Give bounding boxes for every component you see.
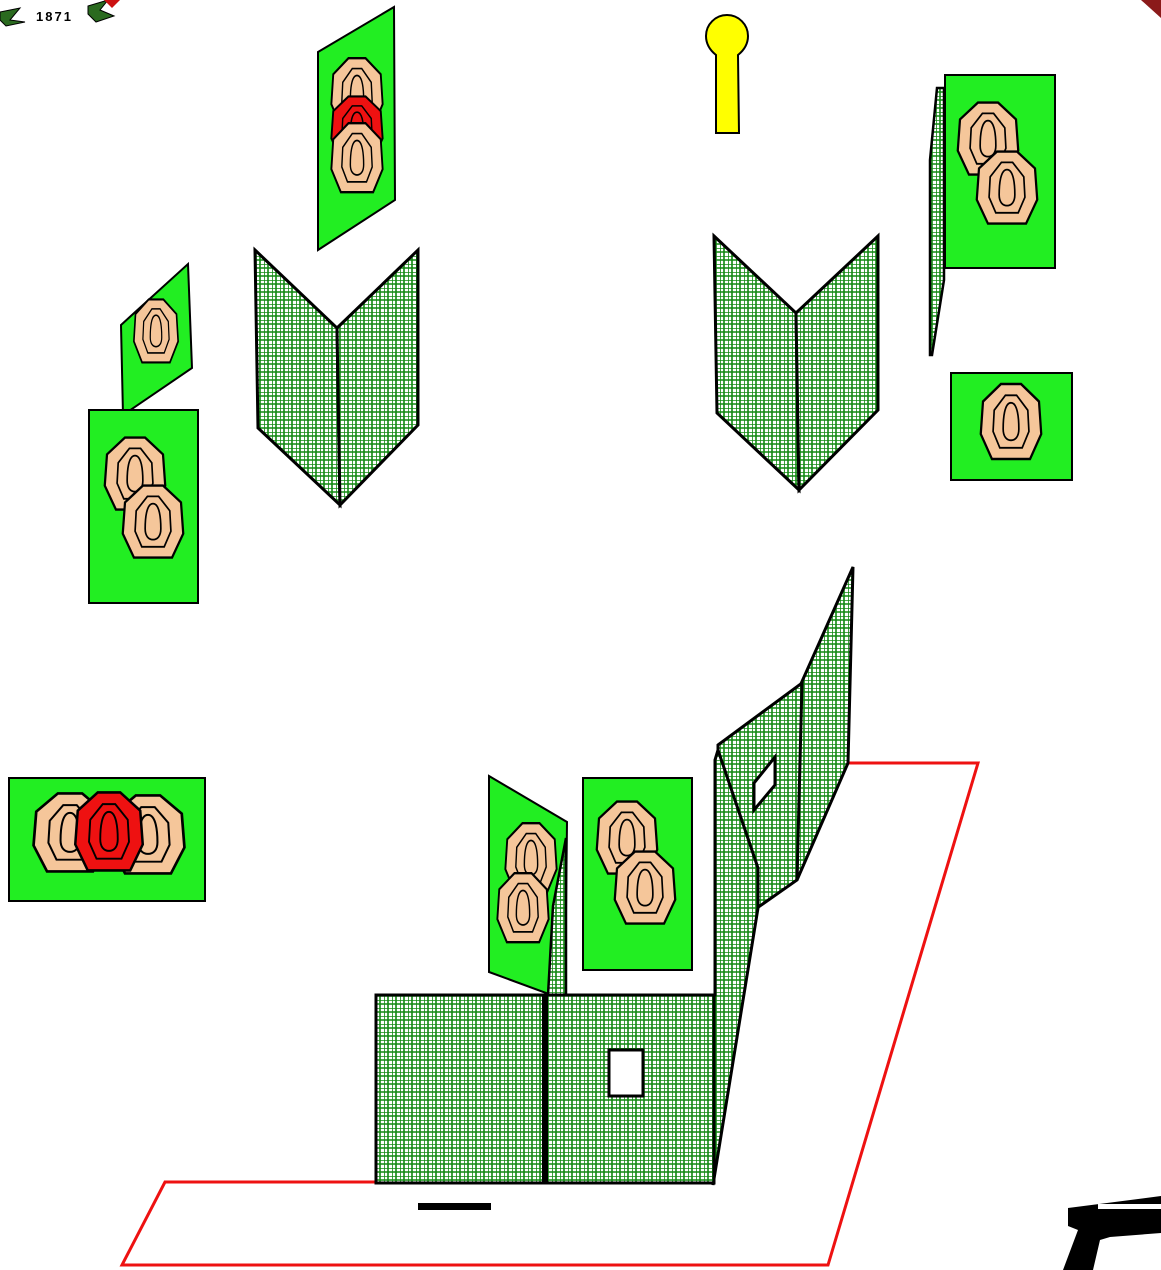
paper-target bbox=[615, 852, 675, 924]
target-panel-right-upper bbox=[945, 75, 1055, 268]
target-panel-left bbox=[89, 410, 198, 603]
target-panel-right-lower bbox=[951, 373, 1072, 480]
v-barrier-left bbox=[255, 250, 418, 505]
v-barrier-right bbox=[714, 236, 878, 490]
steel-popper bbox=[706, 15, 748, 133]
wall-back-tall bbox=[797, 567, 853, 880]
no-shoot-target bbox=[75, 792, 143, 870]
paper-target bbox=[331, 123, 382, 192]
target-panel-far-left bbox=[9, 778, 205, 901]
paper-target bbox=[123, 486, 183, 558]
paper-target bbox=[981, 384, 1041, 459]
target-panel-front-center bbox=[583, 778, 692, 970]
pistol-icon bbox=[1063, 1196, 1161, 1270]
target-panel-top-center bbox=[318, 7, 395, 250]
front-wall bbox=[376, 995, 714, 1183]
wall-right-thin bbox=[930, 88, 944, 355]
logo-emblem-icon: 1871 bbox=[0, 0, 120, 26]
paper-target bbox=[134, 299, 178, 362]
target-panel-left-upper bbox=[121, 264, 192, 415]
paper-target bbox=[497, 873, 548, 942]
window-port bbox=[609, 1050, 643, 1096]
paper-target bbox=[977, 152, 1037, 224]
logo-corner-icon bbox=[1141, 0, 1161, 18]
logo-year: 1871 bbox=[36, 9, 73, 24]
start-position-marker bbox=[418, 1203, 491, 1210]
